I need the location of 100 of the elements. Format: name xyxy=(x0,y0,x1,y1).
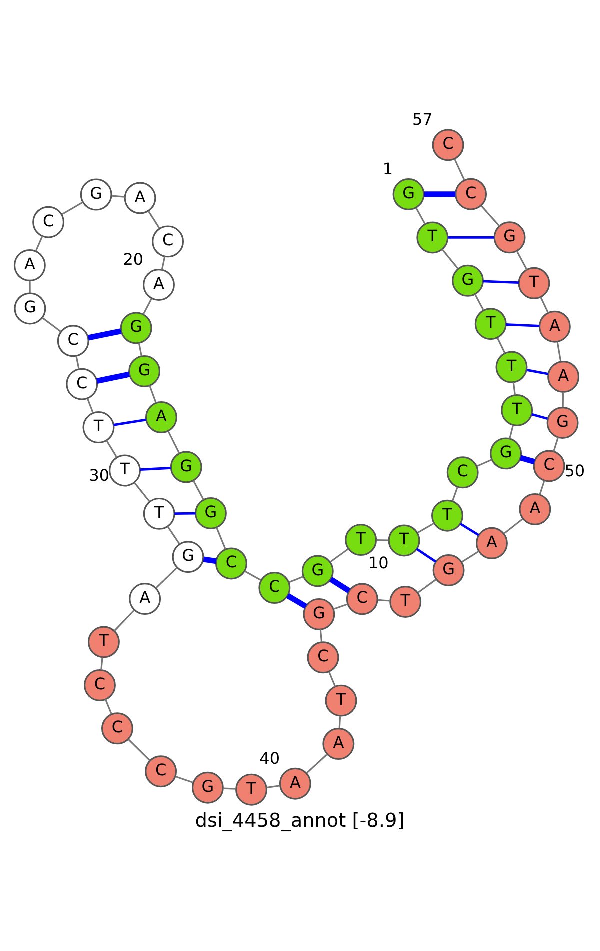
node-circle: G xyxy=(452,264,484,297)
connector xyxy=(266,785,280,789)
connector xyxy=(223,788,236,790)
node-label: 20 xyxy=(123,250,144,270)
node-circle: A xyxy=(124,182,156,214)
node-circle: G xyxy=(128,355,161,388)
connector xyxy=(244,570,262,582)
connector xyxy=(452,487,458,502)
connector xyxy=(504,518,524,534)
connector xyxy=(161,256,166,270)
connector xyxy=(553,437,559,452)
node-label: 50 xyxy=(564,462,586,481)
connector xyxy=(424,192,456,198)
connector xyxy=(62,202,84,216)
node-circle: T xyxy=(501,394,534,426)
node-circle: A xyxy=(538,310,571,343)
node-label: 10 xyxy=(368,554,389,573)
node-circle: C xyxy=(215,548,248,580)
node-circle: T xyxy=(109,454,141,487)
node-circle: C xyxy=(84,669,116,702)
node-circle: T xyxy=(88,626,120,658)
connector xyxy=(216,528,226,550)
connector xyxy=(128,738,151,762)
connector xyxy=(474,294,484,310)
node-circle: T xyxy=(390,586,422,618)
node-circle: C xyxy=(66,368,98,400)
node-circle: C xyxy=(307,642,340,674)
connector xyxy=(320,630,323,642)
connector xyxy=(418,579,436,594)
node-circle: T xyxy=(325,684,358,717)
node-circle: C xyxy=(102,712,134,745)
connector xyxy=(448,236,494,239)
connector xyxy=(416,208,426,225)
connector xyxy=(418,522,435,534)
connector xyxy=(112,195,125,198)
node-circle: T xyxy=(416,222,449,254)
node-circle: T xyxy=(518,267,550,300)
connector xyxy=(29,281,31,294)
node-circle: A xyxy=(14,250,46,282)
node-circle: A xyxy=(322,728,355,760)
connector xyxy=(483,280,519,284)
connector xyxy=(376,540,389,542)
connector xyxy=(142,298,152,315)
node-circle: G xyxy=(432,554,465,586)
connector xyxy=(306,754,328,774)
connector xyxy=(512,382,516,396)
node-circle: G xyxy=(120,312,152,344)
node-circle: T xyxy=(143,498,176,530)
node-circle: A xyxy=(142,269,175,301)
node-label: 57 xyxy=(412,110,433,130)
connector xyxy=(509,425,514,439)
connector xyxy=(140,466,171,472)
connector xyxy=(476,459,492,468)
connector xyxy=(148,211,160,229)
node-circle: A xyxy=(145,402,178,434)
node-circle: G xyxy=(490,438,522,470)
node-circle: C xyxy=(533,450,566,482)
connector xyxy=(106,440,118,458)
node-circle: C xyxy=(346,583,378,616)
connector xyxy=(454,159,466,181)
connector xyxy=(539,480,546,496)
connector xyxy=(416,548,437,563)
node-circle: A xyxy=(548,361,580,393)
connector xyxy=(496,338,506,354)
connector xyxy=(96,372,130,384)
node-circle: G xyxy=(303,598,336,630)
connector xyxy=(562,392,564,408)
node-circle: A xyxy=(279,768,312,800)
node-circle: T xyxy=(345,524,378,556)
connector xyxy=(35,236,44,252)
connector xyxy=(168,431,180,454)
connector xyxy=(138,344,142,356)
connector xyxy=(338,716,342,728)
connector xyxy=(76,356,80,370)
connector xyxy=(156,568,178,589)
node-circle: T xyxy=(432,500,464,532)
node-circle: G xyxy=(392,178,425,210)
node-circle: T xyxy=(236,774,268,806)
node-circle: C xyxy=(446,456,479,489)
connector xyxy=(480,206,500,227)
connector xyxy=(114,418,146,426)
node-circle: C xyxy=(32,206,65,238)
connector xyxy=(556,342,562,362)
connector xyxy=(330,548,349,563)
connector xyxy=(506,324,540,328)
connector xyxy=(100,658,104,670)
connector xyxy=(167,526,180,545)
caption: dsi_4458_annot [-8.9] xyxy=(195,808,405,832)
node-circle: C xyxy=(432,129,464,162)
node-label: 40 xyxy=(260,748,280,768)
connector xyxy=(114,610,135,632)
connector xyxy=(87,398,94,414)
connector xyxy=(540,297,550,314)
connector xyxy=(176,776,194,784)
connector xyxy=(460,522,480,536)
connector xyxy=(104,699,112,715)
node-circle: G xyxy=(192,772,224,804)
connector xyxy=(134,482,150,502)
connector xyxy=(88,328,122,341)
node-circle: G xyxy=(194,497,227,530)
